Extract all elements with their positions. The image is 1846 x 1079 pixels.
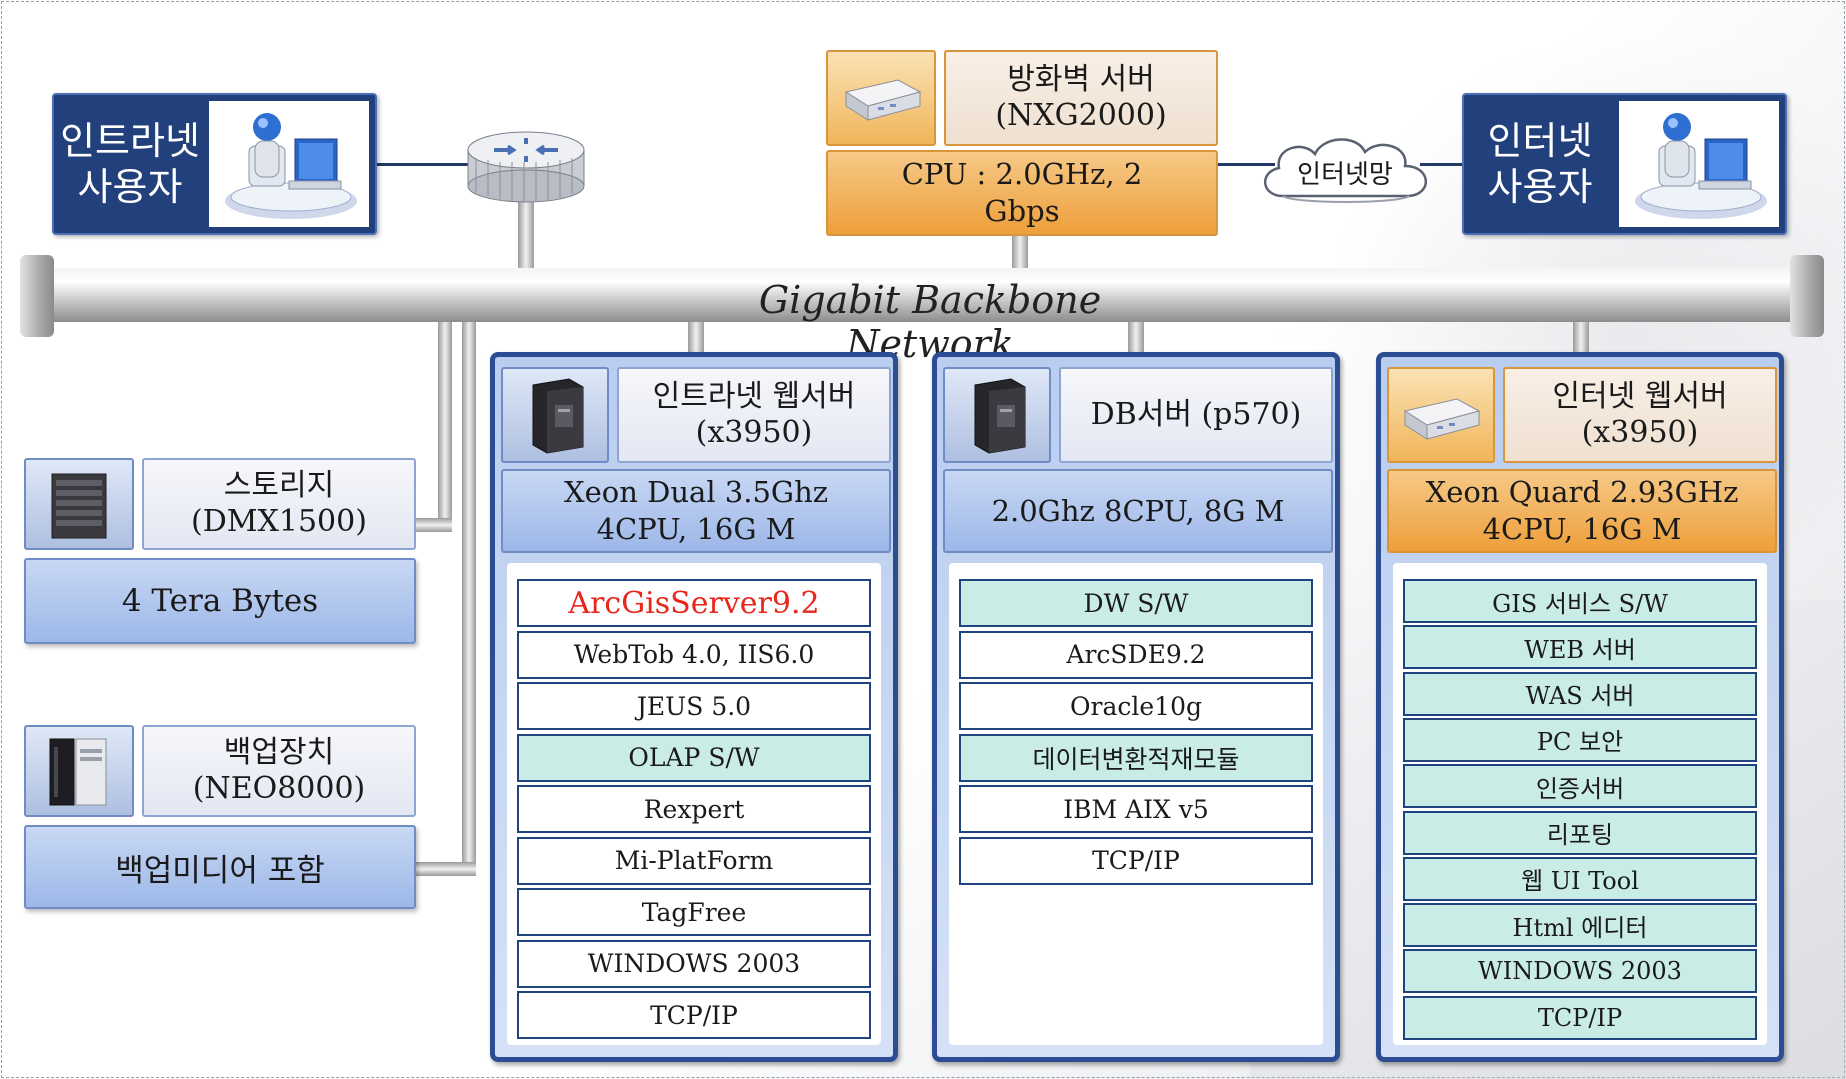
connector-line bbox=[1420, 163, 1464, 166]
connector-pipe bbox=[518, 195, 534, 285]
storage-spec: 4 Tera Bytes bbox=[24, 558, 416, 644]
connector-line bbox=[1215, 163, 1275, 166]
software-item: DW S/W bbox=[959, 579, 1313, 627]
software-item: TagFree bbox=[517, 888, 871, 936]
software-item: 데이터변환적재모듈 bbox=[959, 733, 1313, 782]
internet-web-title: 인터넷 웹서버 (x3950) bbox=[1503, 367, 1777, 463]
user-workstation-icon bbox=[209, 101, 369, 227]
internet-web-spec: Xeon Quard 2.93GHz 4CPU, 16G M bbox=[1387, 469, 1777, 553]
software-item: 웹 UI Tool bbox=[1403, 856, 1757, 901]
firewall-spec: CPU : 2.0GHz, 2 Gbps bbox=[826, 150, 1218, 236]
software-item: Oracle10g bbox=[959, 682, 1313, 730]
db-server-icon-cell bbox=[943, 367, 1051, 463]
connector-pipe bbox=[414, 862, 476, 876]
backup-title: 백업장치 (NEO8000) bbox=[142, 725, 416, 817]
software-item: WebTob 4.0, IIS6.0 bbox=[517, 630, 871, 679]
backbone-end-cap bbox=[1790, 255, 1824, 337]
connector-line bbox=[375, 163, 475, 166]
software-item: Html 에디터 bbox=[1403, 903, 1757, 948]
firewall-icon-cell bbox=[826, 50, 936, 146]
software-item: 인증서버 bbox=[1403, 764, 1757, 809]
software-item: ArcSDE9.2 bbox=[959, 630, 1313, 679]
intranet-web-icon-cell bbox=[501, 367, 609, 463]
db-server-title: DB서버 (p570) bbox=[1059, 367, 1333, 463]
backup-tower-icon bbox=[49, 738, 107, 806]
gigabit-backbone bbox=[22, 268, 1822, 322]
software-item: ArcGisServer9.2 bbox=[517, 579, 871, 627]
internet-user-box: 인터넷 사용자 bbox=[1462, 93, 1787, 235]
software-item: WAS 서버 bbox=[1403, 671, 1757, 716]
software-item: IBM AIX v5 bbox=[959, 785, 1313, 833]
intranet-web-title: 인트라넷 웹서버 (x3950) bbox=[617, 367, 891, 463]
intranet-user-label: 인트라넷 사용자 bbox=[60, 119, 200, 209]
backup-icon-cell bbox=[24, 725, 134, 817]
software-item: TCP/IP bbox=[959, 836, 1313, 885]
software-item: WINDOWS 2003 bbox=[517, 939, 871, 988]
software-item: WINDOWS 2003 bbox=[1403, 949, 1757, 994]
tower-server-icon bbox=[974, 378, 1026, 454]
software-item: JEUS 5.0 bbox=[517, 682, 871, 730]
firewall-server: 방화벽 서버 (NXG2000) CPU : 2.0GHz, 2 Gbps bbox=[826, 50, 1218, 236]
router-icon bbox=[464, 128, 588, 206]
tower-server-icon bbox=[532, 378, 584, 454]
firewall-appliance-icon bbox=[844, 79, 922, 121]
software-item: PC 보안 bbox=[1403, 717, 1757, 762]
backup-device: 백업장치 (NEO8000) 백업미디어 포함 bbox=[24, 725, 416, 911]
storage-title: 스토리지 (DMX1500) bbox=[142, 458, 416, 550]
rack-appliance-icon bbox=[1403, 398, 1481, 440]
storage-icon-cell bbox=[24, 458, 134, 550]
software-item: Rexpert bbox=[517, 785, 871, 833]
db-server-spec: 2.0Ghz 8CPU, 8G M bbox=[943, 469, 1333, 553]
software-item: Mi-PlatForm bbox=[517, 836, 871, 885]
software-item: OLAP S/W bbox=[517, 733, 871, 782]
software-item: 리포팅 bbox=[1403, 810, 1757, 855]
backup-spec: 백업미디어 포함 bbox=[24, 825, 416, 909]
internet-cloud-label: 인터넷망 bbox=[1297, 160, 1393, 190]
storage-cabinet-icon bbox=[51, 473, 107, 539]
internet-web-icon-cell bbox=[1387, 367, 1495, 463]
user-workstation-icon bbox=[1619, 101, 1779, 227]
software-item: WEB 서버 bbox=[1403, 625, 1757, 670]
software-item: TCP/IP bbox=[1403, 995, 1757, 1040]
internet-web-server-panel: 인터넷 웹서버 (x3950) Xeon Quard 2.93GHz 4CPU,… bbox=[1376, 352, 1784, 1062]
intranet-web-server-panel: 인트라넷 웹서버 (x3950) Xeon Dual 3.5Ghz 4CPU, … bbox=[490, 352, 898, 1062]
software-item: TCP/IP bbox=[517, 991, 871, 1039]
connector-pipe bbox=[462, 305, 476, 875]
backbone-end-cap bbox=[20, 255, 54, 337]
connector-pipe bbox=[438, 305, 452, 530]
internet-user-label: 인터넷 사용자 bbox=[1487, 119, 1593, 209]
internet-cloud-icon: 인터넷망 bbox=[1253, 128, 1437, 216]
software-item: GIS 서비스 S/W bbox=[1403, 579, 1757, 623]
connector-pipe bbox=[414, 518, 452, 532]
storage-device: 스토리지 (DMX1500) 4 Tera Bytes bbox=[24, 458, 416, 646]
intranet-user-box: 인트라넷 사용자 bbox=[52, 93, 377, 235]
firewall-title: 방화벽 서버 (NXG2000) bbox=[944, 50, 1218, 146]
intranet-web-spec: Xeon Dual 3.5Ghz 4CPU, 16G M bbox=[501, 469, 891, 553]
